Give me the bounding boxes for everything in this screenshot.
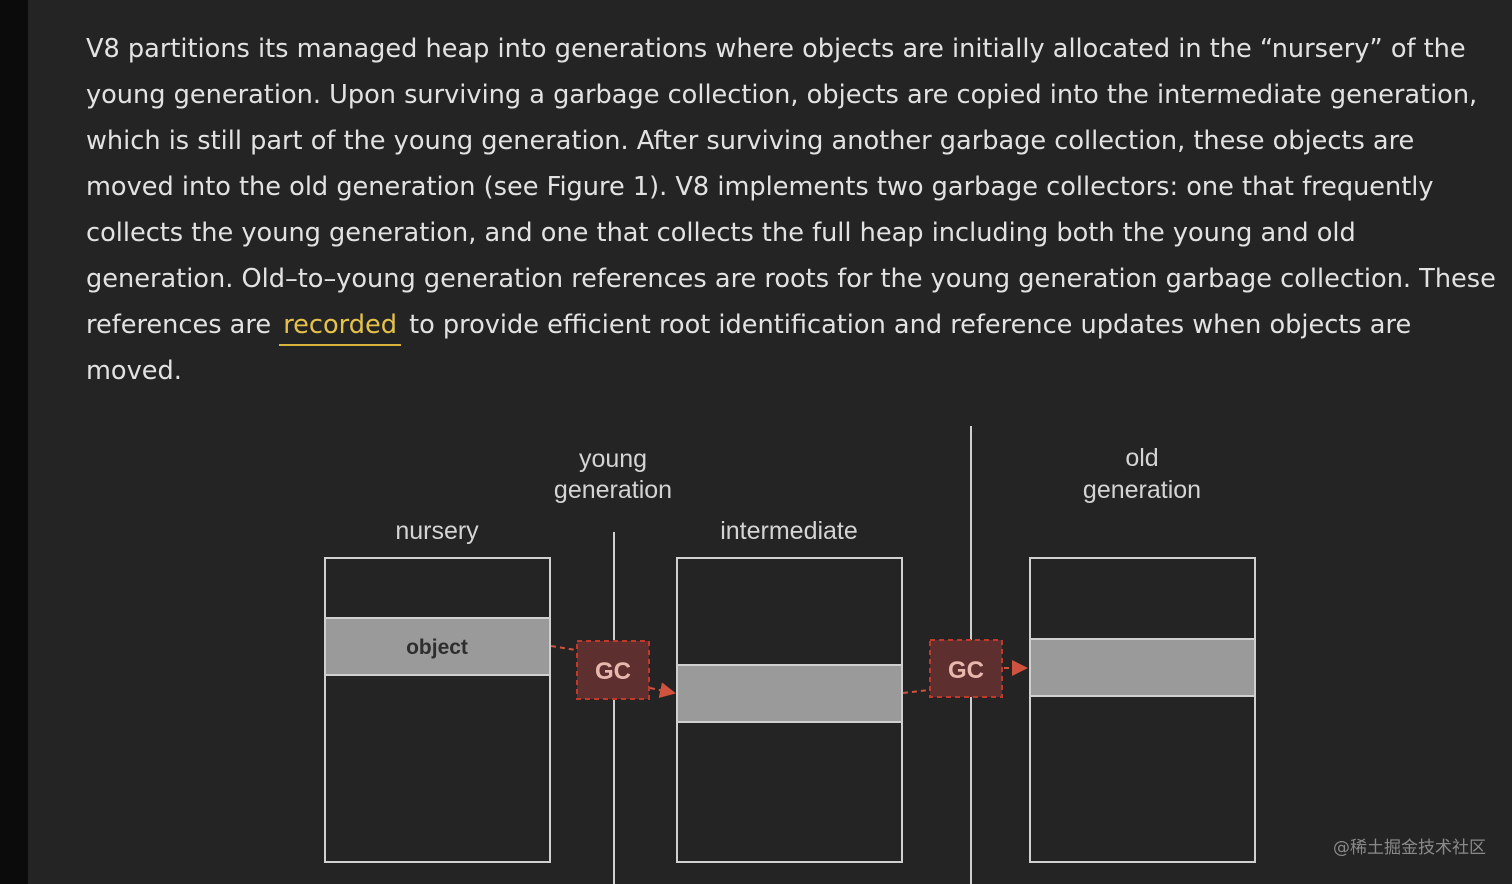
paragraph-text-before-link: V8 partitions its managed heap into gene… [86,34,1496,340]
intermediate-label: intermediate [720,517,858,545]
old-generation-label-line-1: old [1125,444,1158,472]
site-watermark: @稀土掘金技术社区 [1333,838,1486,858]
nursery-object-block [324,617,551,676]
article-paragraph: V8 partitions its managed heap into gene… [86,26,1504,394]
old-generation-label-line-2: generation [1083,476,1201,504]
gc-arrow-in-1 [550,645,577,651]
recorded-link[interactable]: recorded [279,310,401,346]
article-content: V8 partitions its managed heap into gene… [28,0,1512,884]
gc-box-2 [929,639,1003,698]
intermediate-box [676,557,903,863]
gc-label-2: GC [948,657,984,684]
young-generation-label-line-2: generation [554,476,672,504]
nursery-box [324,557,551,863]
left-edge-strip [0,0,28,884]
gc-arrow-out-1 [649,682,676,698]
young-generation-label-line-1: young [579,445,647,473]
gc-arrow-in-2 [902,689,930,694]
old-generation-object-block [1029,638,1256,697]
nursery-label: nursery [395,517,479,545]
intermediate-object-block [676,664,903,723]
gc-label-1: GC [595,658,631,685]
gc-box-1 [576,640,650,700]
object-label: object [406,636,468,659]
old-generation-box [1029,557,1256,863]
paragraph-text-after-link: to provide efficient root identification… [86,310,1412,386]
